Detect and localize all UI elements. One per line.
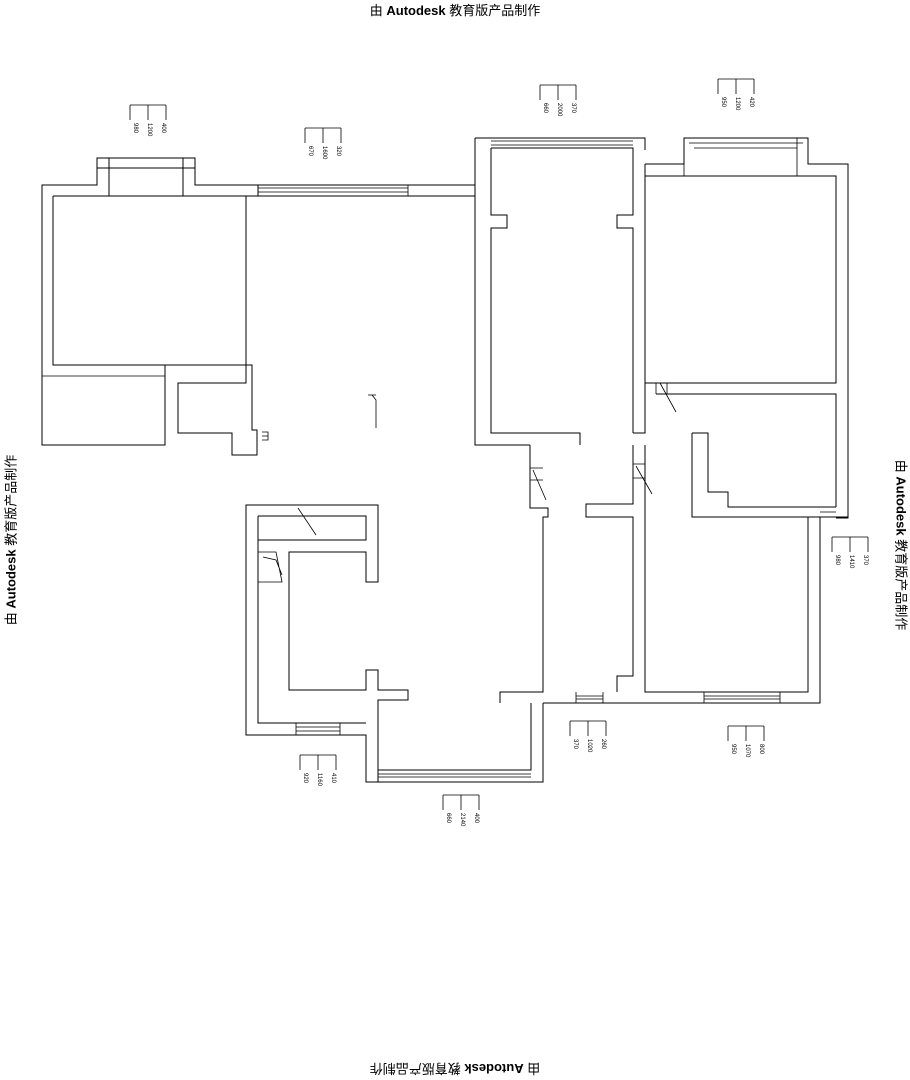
dimension-tags: 980 1200 400 670 1600 320 660 2000 370 950 1200 420… [129,78,869,827]
dimension-tag: 980 1410 370 [831,536,869,569]
dimension-value: 370 [570,103,576,114]
dimension-tag: 980 1200 400 [129,104,167,137]
dimension-value: 370 [862,555,868,566]
dimension-value: 670 [307,146,313,157]
dimension-tag: 370 1020 260 [569,720,607,753]
dimension-value: 1160 [316,773,322,787]
dimension-value: 1070 [744,744,750,758]
dimension-tag: 660 2140 400 [442,794,480,827]
dimension-value: 2140 [459,813,465,827]
dimension-value: 1200 [146,123,152,137]
dimension-value: 320 [335,146,341,157]
dimension-value: 980 [834,555,840,566]
dimension-value: 950 [720,97,726,108]
dimension-value: 1200 [734,97,740,111]
room-lower-left [245,504,409,783]
dimension-value: 1600 [321,146,327,160]
dimension-value: 950 [730,744,736,755]
dimension-value: 660 [445,813,451,824]
room-upper-left [41,157,259,456]
door-symbols [368,382,677,501]
room-upper-right [633,137,849,519]
living-window-top [258,184,476,197]
dimension-value: 660 [542,103,548,114]
dimension-tag: 950 1200 420 [717,78,755,111]
dimension-tag: 670 1600 320 [304,127,342,160]
dimension-value: 400 [473,813,479,824]
room-right-middle [499,432,848,704]
dimension-value: 400 [160,123,166,134]
dimension-value: 920 [302,773,308,784]
dimension-value: 800 [758,744,764,755]
dimension-value: 260 [600,739,606,750]
dimension-value: 420 [748,97,754,108]
dimension-value: 1020 [586,739,592,753]
dimension-value: 980 [132,123,138,134]
balcony-bottom [378,703,544,783]
dimension-value: 370 [572,739,578,750]
dimension-value: 1410 [848,555,854,569]
dimension-tag: 920 1160 410 [299,754,337,787]
watermark-top: 由 Autodesk 教育版产品制作 [369,3,541,18]
dimension-value: 2000 [556,103,562,117]
outlet-marks [262,431,269,441]
dimension-tag: 950 1070 800 [727,725,765,758]
room-upper-middle [474,137,646,446]
dimension-value: 410 [330,773,336,784]
dimension-tag: 660 2000 370 [539,84,577,117]
